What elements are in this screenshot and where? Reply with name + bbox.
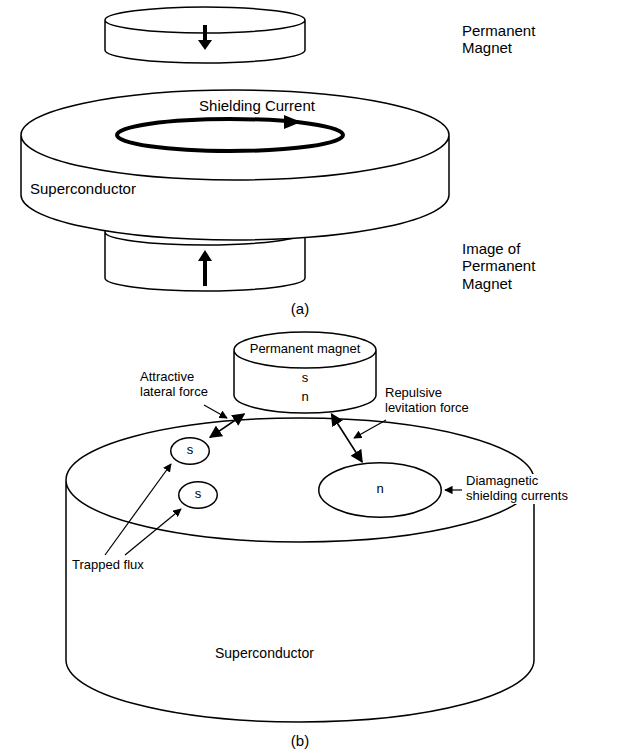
force-label: Repulsive levitation force xyxy=(385,386,495,416)
panel-label: (a) xyxy=(291,300,309,317)
shielding-current-loop-outline xyxy=(115,117,345,153)
magnetization-arrowhead xyxy=(198,40,212,50)
loop-outline xyxy=(179,482,218,509)
node-heading: Permanent magnet xyxy=(250,342,361,357)
loop-outline xyxy=(117,119,343,151)
magnetization-arrowhead xyxy=(198,250,212,261)
superconductor-disk: Superconductor Shielding Current xyxy=(20,89,450,241)
node-text: Shielding Current xyxy=(199,97,315,114)
magnetization-arrow xyxy=(203,25,207,42)
cylinder-outline xyxy=(234,332,376,413)
leader-line xyxy=(354,420,386,438)
node-text: n xyxy=(301,390,308,405)
node-text: n xyxy=(376,482,383,497)
node-text: s xyxy=(187,443,194,458)
part-label: Permanent Magnet xyxy=(462,22,562,57)
part-label: Diamagnetic shielding currents xyxy=(466,474,591,504)
force-label: Attractive lateral force xyxy=(140,370,225,400)
node-text: s xyxy=(195,487,202,502)
node-text: s xyxy=(302,371,309,386)
force-arrow xyxy=(331,414,362,462)
force-arrow xyxy=(210,414,244,437)
cylinder-outline xyxy=(66,418,534,722)
permanent-magnet: Permanent magnet sn xyxy=(233,331,377,414)
shielding-current-loop: n xyxy=(318,462,442,518)
part-label: Image of Permanent Magnet xyxy=(462,240,562,292)
part-label: Trapped flux xyxy=(72,558,144,573)
permanent-magnet xyxy=(105,7,305,63)
loop-outline xyxy=(171,438,210,465)
node-text: Superconductor xyxy=(215,645,314,661)
leader-line xyxy=(105,464,171,555)
shielding-current-loop: Shielding Current xyxy=(115,117,345,153)
magnetization-arrow xyxy=(203,258,207,286)
node-text: Superconductor xyxy=(30,180,136,197)
leader-line xyxy=(445,489,462,490)
disk-silhouette xyxy=(20,90,450,240)
current-arrowhead xyxy=(284,115,301,129)
leader-line xyxy=(204,405,227,418)
loop-outline xyxy=(319,463,442,518)
panel-label: (b) xyxy=(291,732,309,749)
trapped-flux: s xyxy=(178,481,218,509)
trapped-flux: s xyxy=(170,437,210,465)
cylinder-outline xyxy=(21,90,449,240)
